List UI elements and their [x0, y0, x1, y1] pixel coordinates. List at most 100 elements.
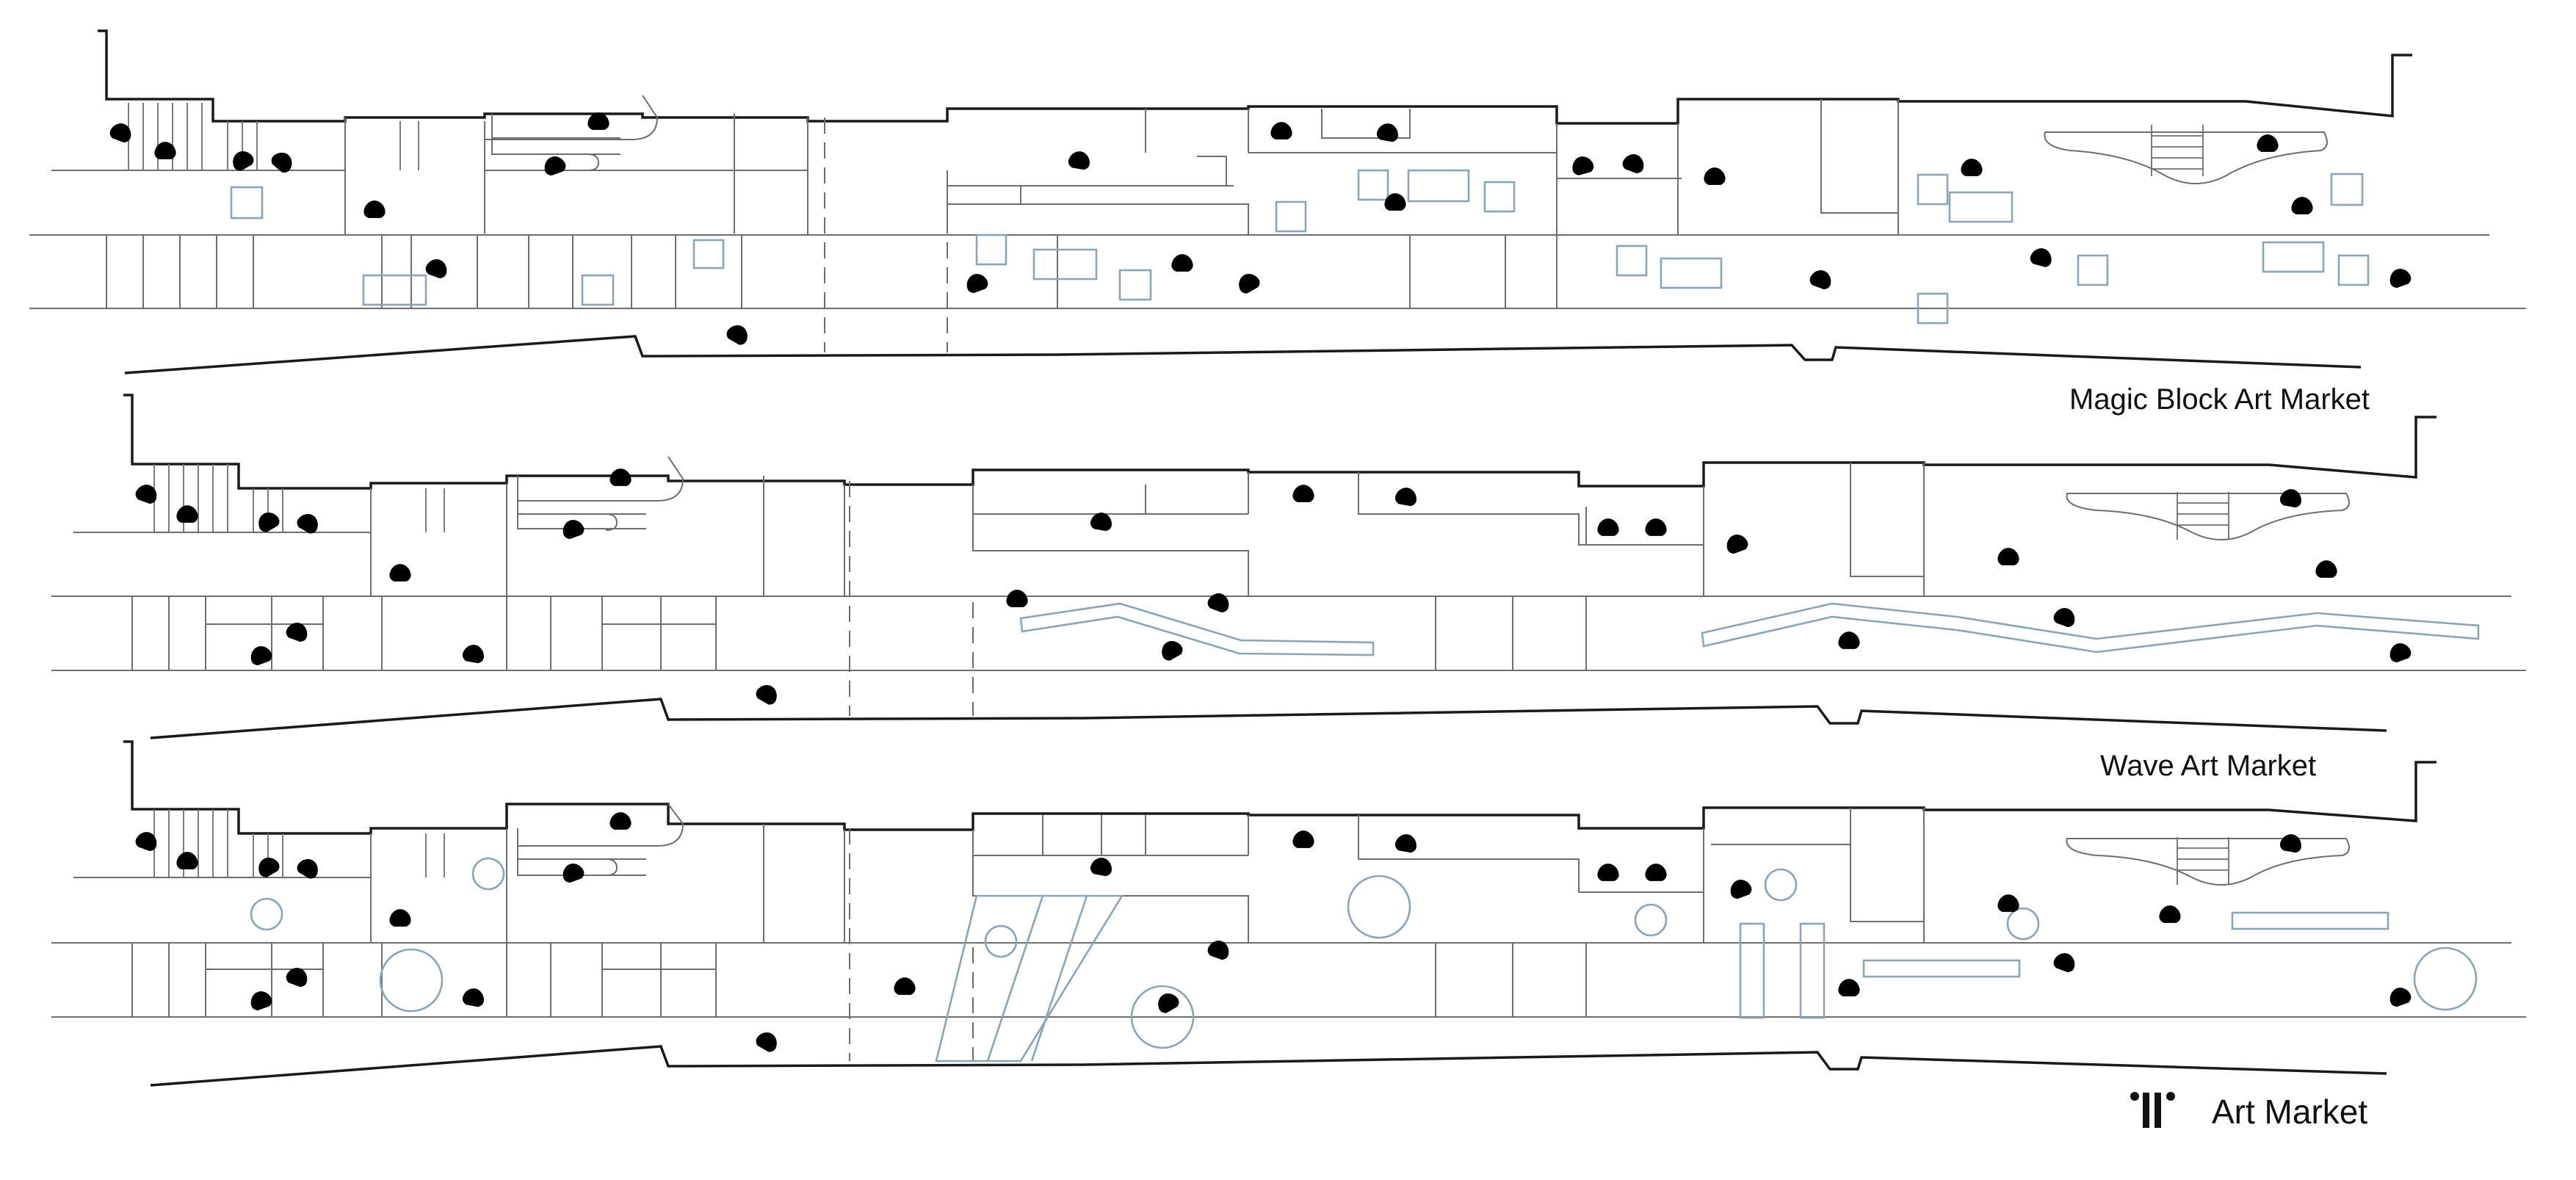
person-figure	[1838, 979, 1860, 1007]
person-figure	[1202, 590, 1232, 623]
north-facade-wall	[123, 740, 2436, 835]
rounded-balcony	[485, 95, 659, 171]
person-figure	[1006, 590, 1028, 618]
person-figure	[1597, 864, 1619, 891]
person-figure	[2387, 265, 2417, 299]
plan-1	[29, 29, 2526, 374]
person-figure	[2048, 949, 2078, 983]
south-facade-wall	[150, 1045, 2387, 1087]
curved-bench	[2066, 493, 2350, 540]
rounded-balcony	[518, 456, 684, 531]
axis-dashed-lines	[824, 117, 948, 352]
person-figure	[1961, 159, 1983, 187]
stair-stripes	[153, 809, 2229, 885]
person-figure	[130, 828, 160, 862]
person-figure	[2277, 487, 2304, 518]
north-facade-wall	[98, 29, 2412, 125]
person-figure	[1154, 989, 1187, 1024]
person-figure	[176, 852, 198, 880]
rounded-balcony	[518, 803, 684, 876]
person-figure	[748, 681, 781, 716]
plan-2-title: Magic Block Art Market	[2069, 383, 2370, 416]
person-figure	[1645, 518, 1667, 546]
interior-walls	[106, 99, 1899, 308]
person-figure	[2277, 832, 2304, 864]
wave-bench-left	[1019, 602, 1375, 656]
south-facade-wall	[150, 698, 2387, 739]
person-figure	[1292, 830, 1314, 858]
curved-bench	[2066, 838, 2350, 886]
person-figure	[1392, 485, 1419, 517]
people-figures	[104, 112, 2417, 1063]
person-figure	[963, 270, 994, 304]
person-figure	[460, 643, 486, 674]
person-figure	[894, 977, 916, 1005]
person-figure	[104, 120, 134, 153]
person-figure	[1997, 548, 2019, 576]
person-figure	[1374, 121, 1400, 153]
person-figure	[389, 909, 411, 937]
corridor-line-upper	[29, 170, 2489, 236]
person-figure	[1234, 269, 1267, 305]
person-figure	[1727, 876, 1757, 910]
person-figure	[1597, 518, 1619, 546]
person-figure	[609, 812, 632, 840]
person-figure	[748, 1028, 781, 1063]
south-facade-wall	[124, 335, 2362, 374]
person-figure	[609, 468, 632, 496]
person-figure	[1157, 637, 1190, 672]
person-figure	[2026, 245, 2055, 278]
person-figure	[1171, 254, 1193, 282]
person-figure	[389, 564, 411, 592]
person-figure	[289, 510, 322, 545]
person-figure	[228, 147, 261, 182]
corridor-lines	[51, 532, 2526, 671]
person-figure	[560, 860, 590, 894]
wave-installations	[1019, 602, 2480, 656]
person-figure	[254, 853, 287, 888]
person-figure	[289, 855, 322, 890]
person-figure	[1645, 864, 1667, 891]
legend-label: Art Market	[2212, 1093, 2367, 1131]
person-figure	[1270, 122, 1292, 150]
person-figure	[1569, 153, 1598, 187]
art-market-logo-icon	[2130, 1092, 2175, 1128]
plan-3	[51, 740, 2526, 1087]
wave-bench-right	[1701, 602, 2480, 654]
person-figure	[719, 321, 752, 356]
interior-walls	[131, 808, 1925, 1017]
person-figure	[2257, 134, 2279, 162]
person-figure	[262, 148, 297, 183]
axis-dashed-lines	[849, 828, 974, 1061]
person-figure	[1838, 631, 1860, 659]
person-figure	[2387, 640, 2417, 673]
person-figure	[1723, 531, 1754, 565]
person-figure	[363, 200, 386, 228]
person-figure	[560, 516, 590, 550]
person-figure	[247, 643, 278, 676]
person-figure	[1617, 151, 1647, 184]
person-figure	[2159, 905, 2181, 933]
person-figure	[420, 256, 450, 289]
person-figure	[1292, 485, 1314, 513]
person-figure	[2291, 197, 2313, 225]
display-blocks	[230, 169, 2370, 325]
plan-2	[51, 394, 2526, 739]
person-figure	[1088, 510, 1114, 542]
person-figure	[1384, 193, 1406, 221]
corridor-lines	[51, 877, 2526, 1018]
plan-3-title: Wave Art Market	[2100, 750, 2316, 782]
interior-walls	[131, 463, 1925, 670]
circle-and-strip-installations	[250, 857, 2478, 1063]
person-figure	[130, 481, 160, 515]
axis-dashed-lines	[849, 481, 974, 716]
person-figure	[1088, 855, 1114, 887]
person-figure	[2315, 560, 2337, 588]
curved-bench	[2044, 131, 2328, 184]
person-figure	[1066, 149, 1092, 181]
person-figure	[176, 505, 198, 533]
person-figure	[587, 112, 609, 140]
person-figure	[460, 986, 486, 1018]
person-figure	[1704, 167, 1726, 195]
